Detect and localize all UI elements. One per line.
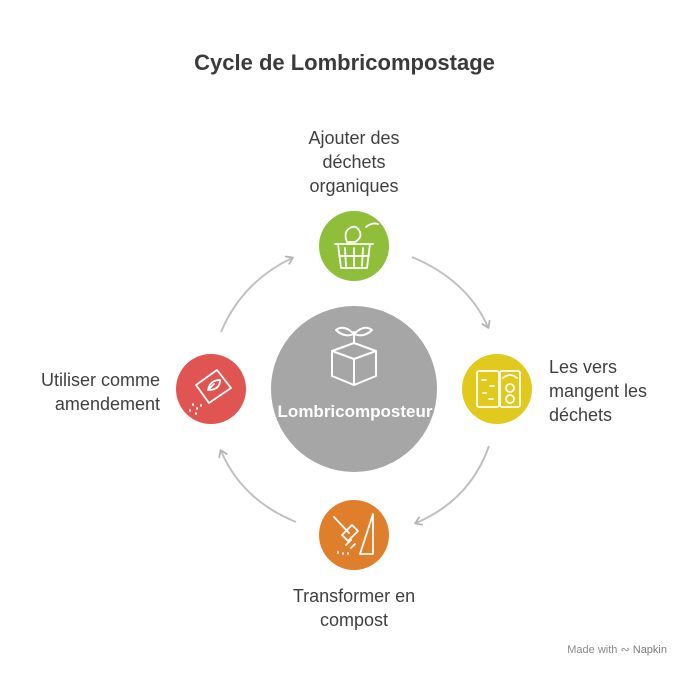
step-3-label-line: compost [319, 610, 389, 630]
napkin-watermark: Made with ∾ Napkin [567, 643, 667, 656]
step-1-circle [319, 211, 389, 281]
arrow-top-left [220, 255, 294, 333]
step-3-label-line: Transformer en [292, 586, 416, 606]
step-1-label: Ajouter des déchets organiques [280, 126, 428, 198]
step-1-label-line: organiques [309, 176, 399, 196]
center-label: Lombricomposteur [277, 402, 433, 421]
worm-bin-icon [476, 370, 521, 408]
center-circle [271, 306, 437, 472]
seed-packet-icon [189, 369, 232, 415]
step-3-label: Transformer en compost [264, 584, 444, 632]
step-4-label-line: amendement [54, 394, 160, 414]
step-2-label-line: mangent les [549, 381, 648, 401]
step-4-label-line: Utiliser comme [40, 370, 160, 390]
step-2-label-line: Les vers [549, 357, 618, 377]
step-1-label-line: Ajouter des [308, 128, 400, 148]
step-2-circle [462, 354, 532, 424]
napkin-logo-icon: ∾ [620, 644, 630, 656]
watermark-prefix: Made with [567, 644, 618, 656]
box-sprout-icon [331, 326, 377, 386]
step-2-label-line: déchets [549, 405, 613, 425]
step-4-label: Utiliser comme amendement [10, 368, 160, 416]
diagram-title: Cycle de Lombricompostage [194, 50, 495, 75]
arrow-top-right [411, 256, 491, 329]
step-1-label-line: déchets [322, 152, 386, 172]
rake-icon [333, 513, 374, 555]
watermark-brand: Napkin [632, 644, 667, 656]
arrow-bottom-left [218, 449, 297, 523]
trash-bin-leaf-icon [334, 222, 379, 269]
step-2-label: Les vers mangent les déchets [549, 355, 684, 427]
arrow-bottom-right [414, 445, 490, 526]
